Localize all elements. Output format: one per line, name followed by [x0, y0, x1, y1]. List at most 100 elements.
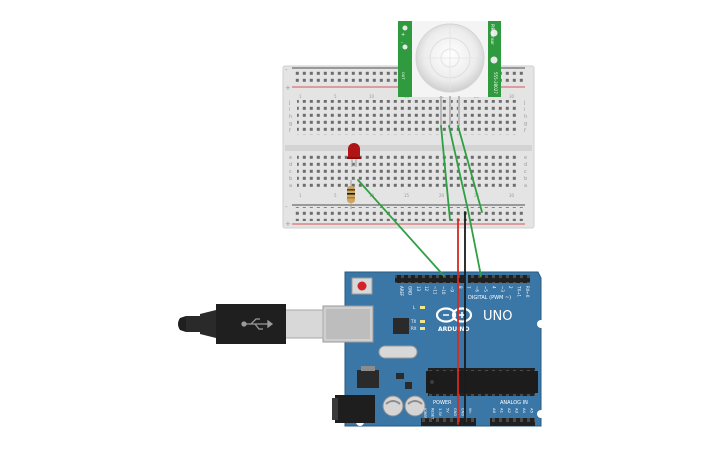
- digital-pin-label: ~6: [475, 286, 480, 292]
- row-letter: e: [524, 155, 527, 161]
- column-number: 10: [369, 94, 375, 99]
- digital-pin-label: ~3: [500, 286, 505, 292]
- voltage-regulator: [357, 370, 379, 388]
- column-number: 5: [334, 193, 337, 198]
- row-letter: f: [524, 128, 526, 134]
- pir-label-side: 555-28027: [493, 72, 498, 94]
- center-channel: [285, 145, 532, 151]
- analog-pin-label: A0: [492, 408, 497, 414]
- pir-pin-minus: [458, 96, 460, 126]
- column-number: 1: [299, 193, 302, 198]
- digital-pin-label: ~10: [441, 286, 446, 295]
- row-letter: h: [289, 114, 292, 120]
- analog-pin-label: A5: [530, 408, 535, 414]
- usb-icon: [241, 318, 274, 330]
- digital-pin-label: 13: [416, 286, 421, 292]
- pir-label-top: PIR sensor: [490, 24, 495, 45]
- capacitor-1: [382, 395, 404, 417]
- digital-pin-label: GND: [407, 286, 412, 295]
- atmega-chip: [426, 368, 538, 396]
- wire-pir-gnd-to-rail: [457, 125, 483, 213]
- digital-pin-label: 2: [508, 286, 513, 289]
- power-pin-label: Vin: [468, 408, 472, 414]
- power-header: [421, 418, 476, 426]
- status-leds: L TX RX: [410, 305, 425, 331]
- power-pin-label: GND: [461, 408, 465, 416]
- pir-pin-plus: [440, 96, 442, 126]
- column-number: 30: [509, 94, 515, 99]
- power-label: POWER: [433, 400, 452, 406]
- usb-cable: [178, 304, 324, 344]
- column-number: 1: [299, 94, 302, 99]
- terminal-strip-top: [297, 100, 519, 135]
- led-rx-label: RX: [411, 326, 417, 331]
- crystal-oscillator: [378, 345, 418, 359]
- analog-header: [490, 418, 535, 426]
- bottom-power-rail: [292, 207, 523, 221]
- analog-label: ANALOG IN: [500, 400, 528, 406]
- power-pin-label: 5V: [446, 408, 450, 413]
- row-letter: c: [289, 169, 292, 175]
- pir-sensor: PIR sensor 555-28027 + - OUT: [398, 21, 501, 126]
- digital-header-left: [395, 275, 465, 283]
- digital-pin-label: TX→1: [517, 285, 522, 298]
- power-pin-label: IOREF: [423, 408, 427, 418]
- row-letter: a: [289, 183, 292, 189]
- row-letter: d: [524, 162, 527, 168]
- row-letter: j: [288, 100, 290, 106]
- column-number: 15: [404, 193, 410, 198]
- row-letter: j: [523, 100, 525, 106]
- wires: [357, 125, 483, 425]
- pir-pin-label-plus: +: [401, 32, 405, 38]
- row-letter: g: [524, 121, 527, 127]
- wire-led-to-pin: [357, 179, 445, 277]
- breadboard: + - - + jjiihhggffeeddccbbaa115510101515…: [282, 65, 535, 229]
- row-letter: d: [289, 162, 292, 168]
- row-letter: b: [524, 176, 527, 182]
- digital-pin-label: ~9: [449, 286, 454, 292]
- rail-plus-label-bottom: +: [285, 220, 291, 228]
- digital-pin-label: 12: [424, 286, 429, 292]
- digital-label: DIGITAL (PWM ~): [468, 295, 511, 301]
- digital-pin-label: 8: [458, 286, 463, 289]
- terminal-strip-bottom: [297, 155, 519, 190]
- red-led: [347, 143, 361, 167]
- arduino-logo: ARDUINO: [435, 307, 473, 333]
- digital-pin-label: 4: [491, 286, 496, 289]
- power-pin-label: 3.3V: [438, 408, 442, 417]
- pir-pin-out: [449, 96, 451, 126]
- wire-pir-to-rail: [440, 125, 451, 221]
- analog-pin-label: A2: [507, 408, 512, 414]
- digital-pin-label: AREF: [399, 286, 404, 297]
- digital-header-right: [468, 275, 530, 283]
- power-pin-label: GND: [453, 408, 457, 416]
- resistor: [347, 180, 355, 209]
- row-letter: i: [524, 107, 525, 113]
- digital-pin-label: ~5: [483, 286, 488, 292]
- rail-minus-label: -: [285, 66, 288, 74]
- dc-power-jack: [335, 395, 375, 423]
- brand-label: ARDUINO: [438, 326, 469, 333]
- model-label: UNO: [483, 309, 512, 324]
- led-tx-label: TX: [410, 319, 416, 324]
- analog-pin-label: A3: [515, 408, 520, 414]
- usb-interface-chip: [393, 318, 409, 334]
- column-number: 5: [334, 94, 337, 99]
- digital-pin-label: ~11: [433, 286, 438, 295]
- capacitor-2: [404, 395, 426, 417]
- rail-plus-label: +: [285, 84, 291, 92]
- row-letter: c: [524, 169, 527, 175]
- column-number: 30: [509, 193, 515, 198]
- row-letter: h: [524, 114, 527, 120]
- analog-pin-label: A1: [500, 408, 505, 414]
- column-number: 20: [439, 193, 445, 198]
- row-letter: f: [289, 128, 291, 134]
- analog-pin-label: A4: [522, 408, 527, 414]
- led-l-label: L: [413, 305, 416, 310]
- row-letter: g: [289, 121, 292, 127]
- power-pin-label: RESET: [431, 408, 435, 420]
